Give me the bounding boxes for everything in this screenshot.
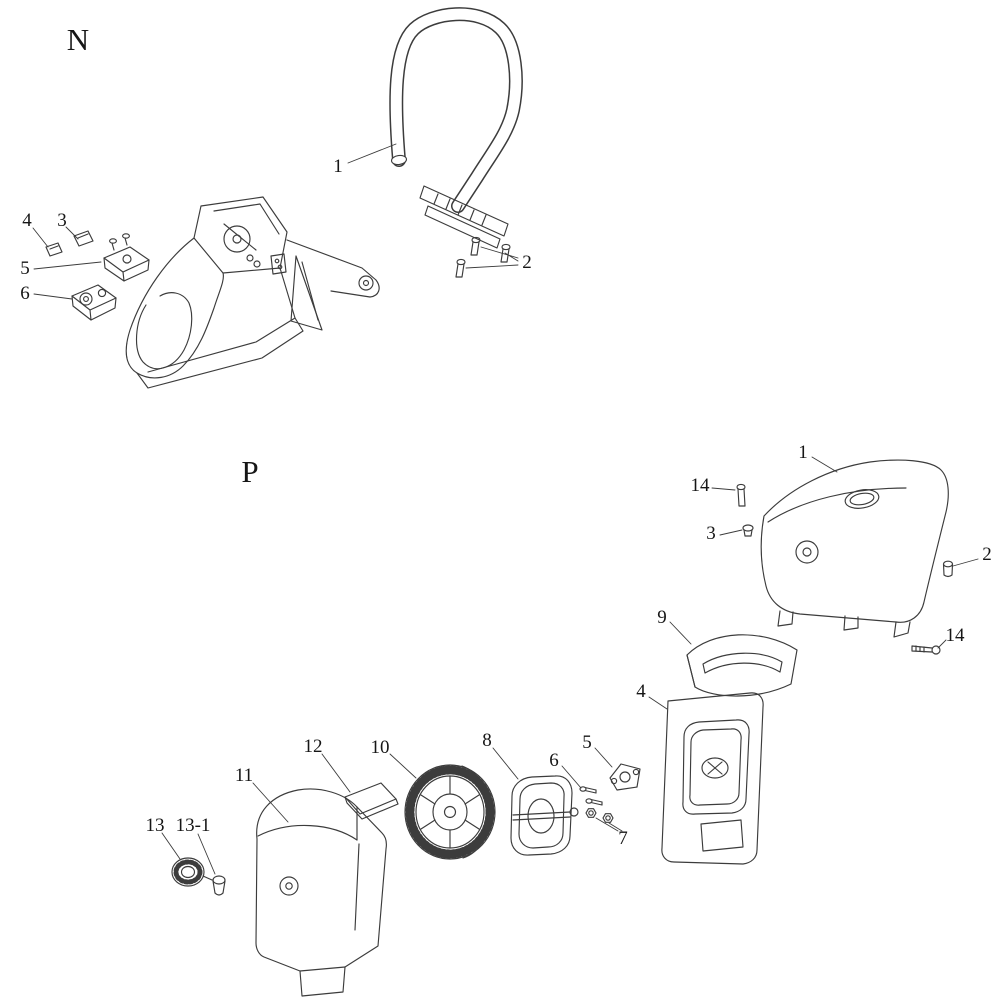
part-n3-clip	[73, 230, 94, 247]
part-p14-screw-top	[736, 483, 746, 507]
part-p5-bracket	[609, 763, 641, 791]
part-n4-clip	[45, 242, 63, 257]
part-p11-cover	[255, 788, 387, 997]
leader-lines	[32, 143, 979, 875]
part-n2-screws	[455, 236, 511, 278]
part-p4-backplate	[661, 692, 764, 865]
part-p6-screws	[579, 786, 603, 806]
part-p8-filter-housing	[510, 775, 579, 856]
part-p13-1-retainer	[212, 875, 226, 896]
part-p3-grommet	[742, 524, 754, 537]
part-p10-air-filter	[404, 764, 496, 860]
part-p13-knob	[171, 857, 213, 887]
part-p12-gasket	[344, 782, 399, 820]
part-p1-top-cover	[760, 459, 949, 638]
part-n1-handle-rail	[419, 185, 509, 249]
part-p14-screw-right	[911, 645, 941, 655]
part-n-chassis	[125, 196, 380, 389]
part-n6-clamp	[71, 284, 117, 321]
part-p2-bushing	[942, 560, 954, 578]
part-p9-intake-cover	[686, 634, 798, 697]
part-p7-nuts	[585, 808, 614, 823]
part-n5-clamp	[103, 233, 150, 282]
part-n1-handlebar	[389, 7, 523, 213]
